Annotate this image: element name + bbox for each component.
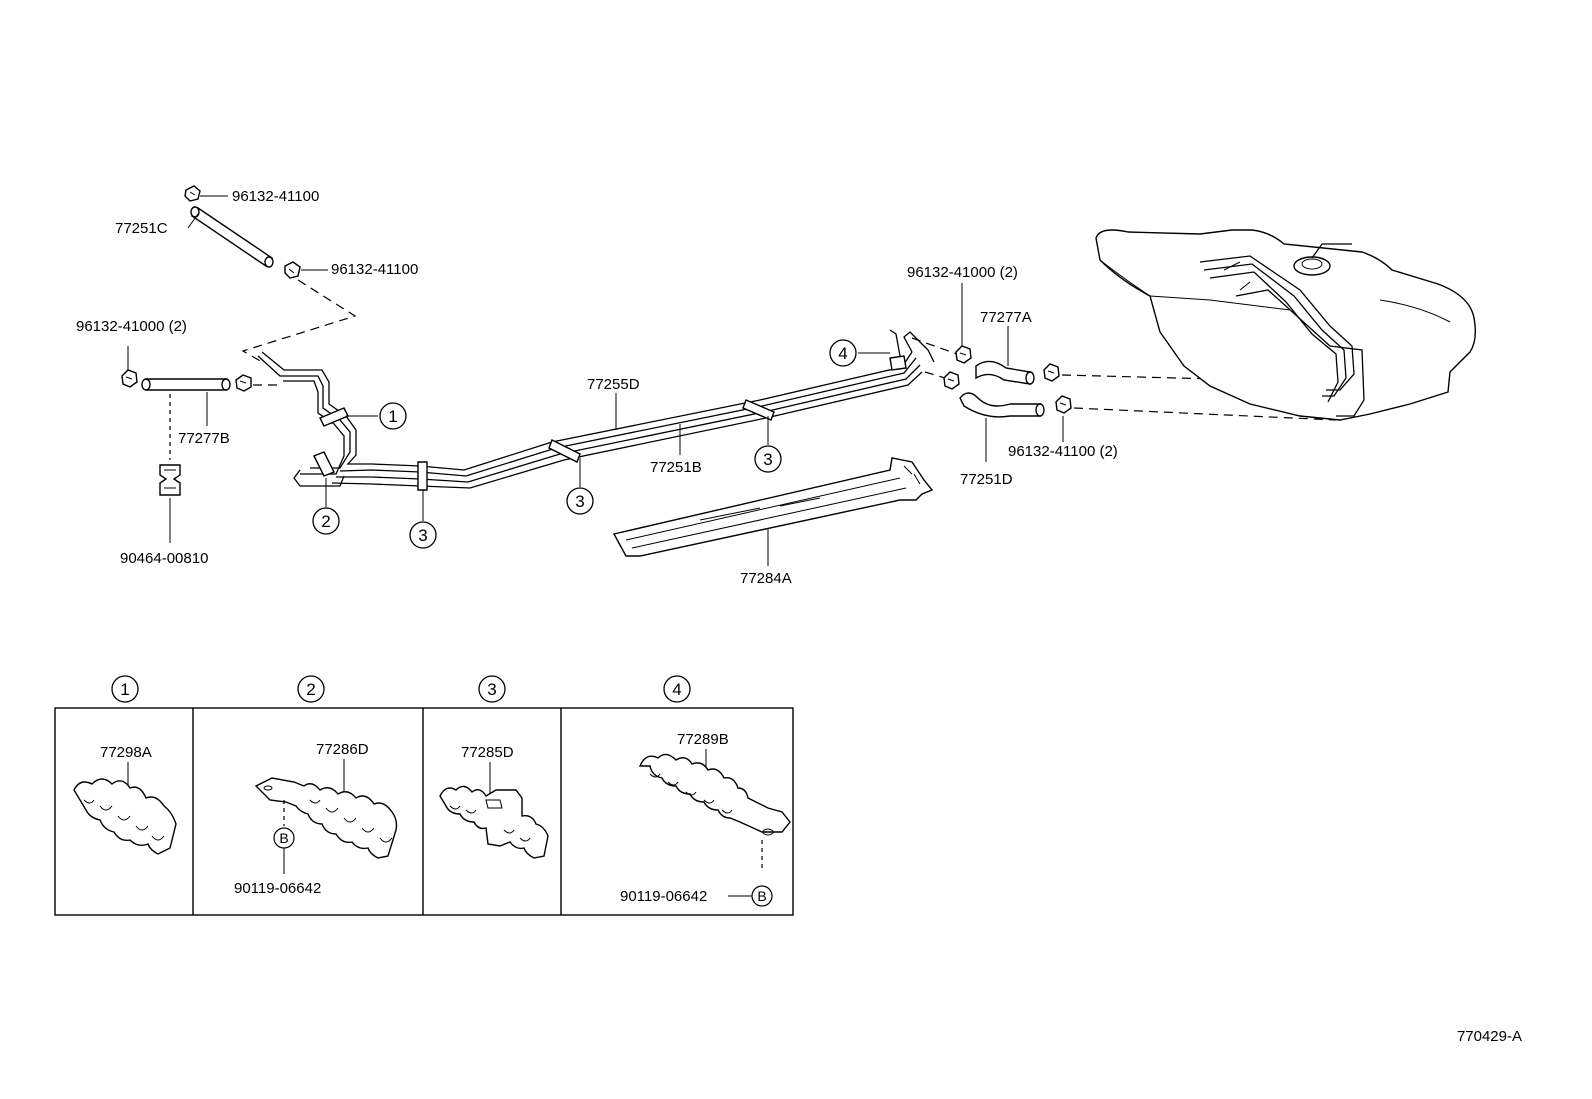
label-77286D: 77286D — [316, 741, 369, 758]
label-96132-41000-right: 96132-41000 (2) — [907, 264, 1018, 281]
hose-77277B — [141, 378, 231, 391]
panel-4-marker: 4 — [663, 675, 691, 703]
svg-text:3: 3 — [418, 526, 427, 545]
ref-marker-2: 2 — [312, 507, 340, 535]
ref-marker-3: 3 — [409, 521, 437, 549]
label-90464-00810: 90464-00810 — [120, 550, 208, 567]
ref-marker-3: 3 — [566, 487, 594, 515]
clamp-icon — [1043, 363, 1060, 382]
label-77289B: 77289B — [677, 731, 729, 748]
label-77251D: 77251D — [960, 471, 1013, 488]
clamp-icon — [955, 345, 972, 364]
clip-90464-icon — [159, 464, 181, 496]
label-77251C: 77251C — [115, 220, 168, 237]
svg-text:B: B — [279, 830, 288, 846]
label-77255D: 77255D — [587, 376, 640, 393]
label-96132-41000-left: 96132-41000 (2) — [76, 318, 187, 335]
label-77285D: 77285D — [461, 744, 514, 761]
clamp-77289B-icon — [638, 753, 791, 836]
label-77277A: 77277A — [980, 309, 1032, 326]
svg-text:1: 1 — [388, 407, 397, 426]
clamp-3-icon — [417, 461, 428, 491]
label-77251B: 77251B — [650, 459, 702, 476]
clamp-icon — [235, 374, 252, 392]
panel-1-marker: 1 — [111, 675, 139, 703]
label-96132-41100-top: 96132-41100 — [232, 188, 319, 205]
ref-marker-4: 4 — [829, 339, 857, 367]
label-77277B: 77277B — [178, 430, 230, 447]
svg-text:3: 3 — [575, 492, 584, 511]
panel-2-marker: 2 — [297, 675, 325, 703]
clamp-icon — [284, 261, 301, 279]
ref-marker-1: 1 — [379, 402, 407, 430]
protector-77284A — [612, 457, 934, 557]
label-90119-06642-p4: 90119-06642 — [620, 888, 707, 905]
hose-77251C — [190, 206, 274, 268]
svg-text:4: 4 — [838, 344, 847, 363]
clamp-3-icon — [548, 439, 581, 463]
label-96132-41100-mid: 96132-41100 — [331, 261, 418, 278]
svg-text:2: 2 — [306, 680, 315, 699]
detail-panels — [54, 707, 794, 916]
clamp-77298A-icon — [73, 778, 177, 855]
bolt-marker-B: B — [751, 885, 773, 907]
svg-text:3: 3 — [487, 680, 496, 699]
fuel-tank — [1095, 229, 1477, 421]
hose-77277A — [975, 360, 1035, 385]
clamp-icon — [184, 185, 201, 202]
clamp-icon — [1055, 395, 1072, 414]
clamp-icon — [121, 369, 138, 388]
bolt-marker-B: B — [273, 827, 295, 849]
svg-text:1: 1 — [120, 680, 129, 699]
svg-text:3: 3 — [763, 450, 772, 469]
ref-marker-3: 3 — [754, 445, 782, 473]
hose-77251D — [959, 392, 1045, 418]
label-77298A: 77298A — [100, 744, 152, 761]
label-96132-41100-right: 96132-41100 (2) — [1008, 443, 1118, 460]
label-77284A: 77284A — [740, 570, 792, 587]
svg-text:B: B — [757, 888, 766, 904]
label-90119-06642-p2: 90119-06642 — [234, 880, 321, 897]
clamp-77285D-icon — [439, 785, 549, 859]
diagram-id: 770429-A — [1457, 1028, 1522, 1045]
clamp-2-icon — [313, 451, 335, 477]
tube-bundle — [257, 329, 935, 489]
clamp-icon — [943, 371, 960, 390]
clamp-77286D-icon — [254, 777, 398, 859]
svg-text:4: 4 — [672, 680, 681, 699]
clamp-4-icon — [889, 355, 907, 371]
clamp-3-icon — [742, 399, 775, 421]
panel-3-marker: 3 — [478, 675, 506, 703]
svg-text:2: 2 — [321, 512, 330, 531]
